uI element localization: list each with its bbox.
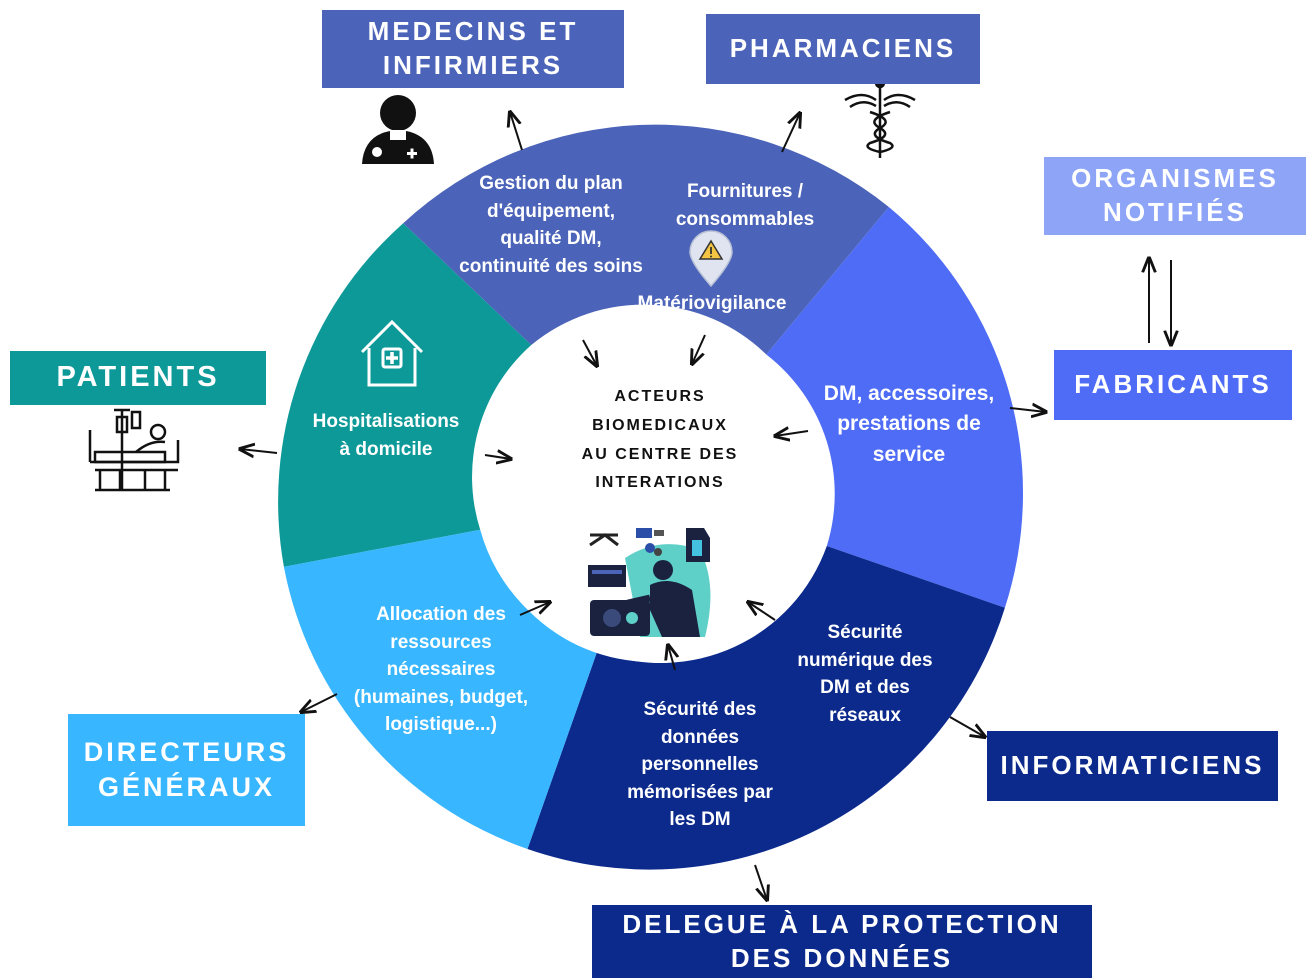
segment-dm-accessoires — [766, 207, 1024, 608]
actor-informaticiens: INFORMATICIENS — [987, 731, 1278, 801]
arrow — [781, 113, 800, 153]
label-fournitures: Fournitures / consommables — [675, 181, 815, 230]
label-materiovigilance: Matériovigilance — [637, 293, 787, 314]
technician-illustration — [588, 528, 711, 637]
arrow — [484, 455, 511, 459]
actor-fabricants-label: FABRICANTS — [1074, 369, 1272, 400]
label-gestion: Gestion du plan d'équipement, qualité DM… — [459, 173, 643, 277]
actor-informaticiens-label: INFORMATICIENS — [1000, 750, 1265, 781]
doctor-icon — [362, 95, 434, 164]
arrow — [1009, 408, 1046, 412]
label-dm-accessoires: DM, accessoires, prestations de service — [823, 382, 995, 466]
patient-bed-icon — [88, 408, 180, 492]
segment-securite — [527, 546, 1005, 870]
arrow — [519, 602, 550, 616]
warning-pin-icon — [689, 230, 733, 288]
label-allocation: Allocation des ressources nécessaires (h… — [353, 604, 529, 736]
actor-patients: PATIENTS — [10, 351, 266, 405]
arrow — [668, 645, 675, 671]
actor-organismes-label: ORGANISMES NOTIFIÉS — [1071, 163, 1279, 227]
arrow — [240, 449, 278, 453]
label-securite-donnees: Sécurité des données personnelles mémori… — [627, 699, 773, 831]
actor-medecins-infirmiers: MEDECINS ET INFIRMIERS — [322, 10, 624, 88]
actor-fabricants: FABRICANTS — [1054, 350, 1292, 420]
house-medical-icon — [360, 319, 424, 387]
center-title: ACTEURS BIOMEDICAUX AU CENTRE DES INTERA… — [581, 388, 739, 492]
actor-pharmaciens: PHARMACIENS — [706, 14, 980, 84]
actor-directeurs-label: DIRECTEURS GÉNÉRAUX — [83, 736, 290, 802]
arrow — [748, 602, 776, 621]
label-securite-numerique: Sécurité numérique des DM et des réseaux — [797, 622, 933, 726]
actor-delegue-protection-donnees: DELEGUE À LA PROTECTION DES DONNÉES — [592, 905, 1092, 978]
label-hospitalisation: Hospitalisations à domicile — [312, 411, 460, 460]
actor-medecins-label: MEDECINS ET INFIRMIERS — [367, 16, 579, 80]
caduceus-icon — [844, 77, 916, 158]
arrow — [775, 431, 809, 436]
actor-organismes-notifies: ORGANISMES NOTIFIÉS — [1044, 157, 1306, 235]
arrow — [301, 693, 338, 712]
segment-allocation — [283, 529, 598, 849]
arrow — [692, 334, 706, 364]
arrow — [754, 864, 767, 900]
arrow — [582, 339, 597, 366]
segment-gestion-fournitures — [403, 124, 889, 355]
actor-patients-label: PATIENTS — [56, 361, 220, 394]
arrow — [949, 716, 985, 737]
actor-delegue-label: DELEGUE À LA PROTECTION DES DONNÉES — [622, 908, 1062, 973]
arrow — [510, 112, 523, 151]
center-circle — [478, 314, 826, 662]
segment-hospitalisation — [278, 223, 532, 567]
actor-directeurs-generaux: DIRECTEURS GÉNÉRAUX — [68, 714, 305, 826]
actor-pharmaciens-label: PHARMACIENS — [729, 33, 957, 64]
